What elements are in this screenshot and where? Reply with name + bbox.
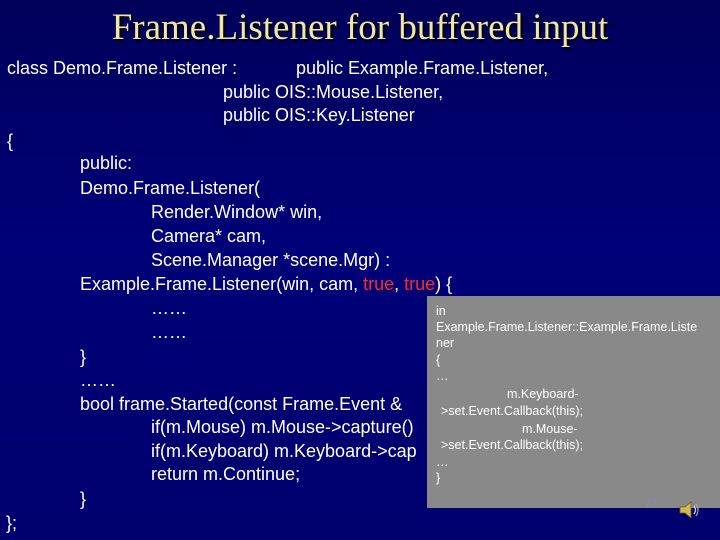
code-line-ellipsis: …… bbox=[80, 370, 116, 390]
code-line-public: public: bbox=[80, 153, 133, 173]
code-line-param-cam: Camera* cam, bbox=[151, 226, 267, 246]
code-line-base-init: Example.Frame.Listener(win, cam, true, t… bbox=[80, 273, 452, 295]
note-line: ner bbox=[436, 336, 455, 350]
keyword-true: true bbox=[363, 274, 395, 294]
note-line: in bbox=[436, 304, 446, 318]
page-number: 27 bbox=[646, 498, 658, 509]
note-box: in Example.Frame.Listener::Example.Frame… bbox=[427, 296, 720, 508]
note-line: m.Mouse- bbox=[522, 422, 578, 436]
code-line-param-scene: Scene.Manager *scene.Mgr) : bbox=[151, 250, 391, 270]
code-line-base1: public Example.Frame.Listener, bbox=[296, 57, 548, 79]
code-line-class-end: }; bbox=[6, 513, 18, 533]
code-line-base2: public OIS::Mouse.Listener, bbox=[223, 82, 444, 102]
note-line: >set.Event.Callback(this); bbox=[441, 404, 584, 418]
code-line-param-win: Render.Window* win, bbox=[151, 202, 323, 222]
code-line-base3: public OIS::Key.Listener bbox=[223, 105, 415, 125]
speaker-icon[interactable] bbox=[678, 499, 702, 521]
note-line: Example.Frame.Listener::Example.Frame.Li… bbox=[436, 320, 698, 334]
code-line-close-brace: } bbox=[80, 489, 87, 509]
keyword-true: true bbox=[404, 274, 436, 294]
code-line-ellipsis: …… bbox=[151, 298, 187, 318]
code-line-ctor: Demo.Frame.Listener( bbox=[80, 178, 261, 198]
code-line-open-brace: { bbox=[7, 131, 14, 151]
code-text: , bbox=[394, 274, 405, 294]
note-line: m.Keyboard- bbox=[507, 387, 579, 401]
slide-title: Frame.Listener for buffered input bbox=[111, 7, 609, 48]
code-line-ellipsis: …… bbox=[151, 322, 187, 342]
code-line-mouse-capture: if(m.Mouse) m.Mouse->capture() bbox=[151, 417, 414, 437]
note-line: >set.Event.Callback(this); bbox=[441, 438, 584, 452]
code-text: ) { bbox=[435, 274, 453, 294]
note-line: … bbox=[436, 369, 449, 383]
note-line: { bbox=[436, 353, 441, 367]
code-text: Example.Frame.Listener(win, cam, bbox=[80, 274, 364, 294]
code-line-keyboard-capture: if(m.Keyboard) m.Keyboard->cap bbox=[151, 441, 417, 461]
code-line-close-brace: } bbox=[80, 347, 87, 367]
code-text: public Example.Frame.Listener, bbox=[296, 58, 549, 78]
code-text: class Demo.Frame.Listener : bbox=[7, 58, 238, 78]
note-line: } bbox=[436, 471, 441, 485]
code-line-return: return m.Continue; bbox=[151, 464, 301, 484]
code-line-class-decl: class Demo.Frame.Listener : bbox=[7, 57, 237, 79]
code-line-frame-started: bool frame.Started(const Frame.Event & bbox=[80, 394, 403, 414]
note-line: … bbox=[436, 455, 449, 469]
